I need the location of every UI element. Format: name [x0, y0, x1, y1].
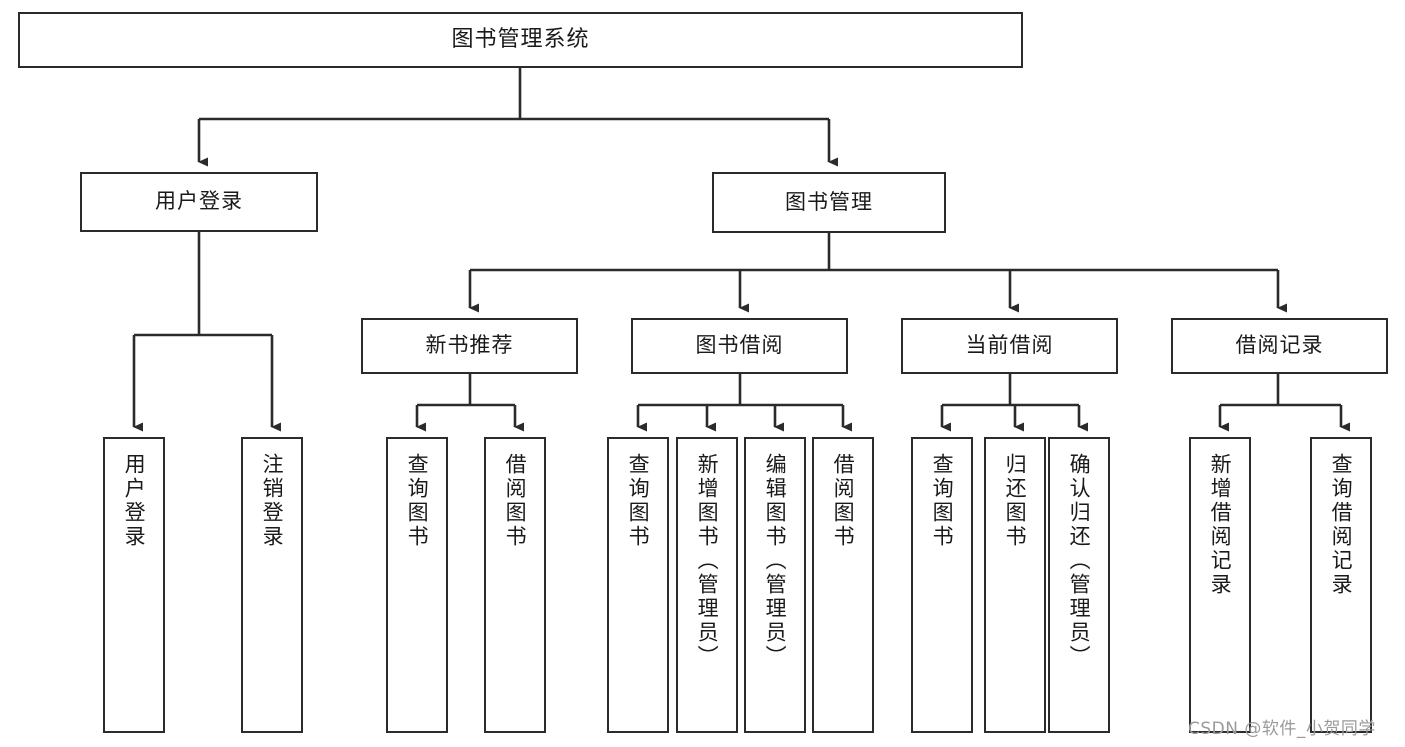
- node-leaf-query-book-rec[interactable]: 查询图书: [386, 437, 448, 733]
- node-label: 注销登录: [260, 453, 285, 549]
- node-leaf-query-borrow-record[interactable]: 查询借阅记录: [1310, 437, 1372, 733]
- node-leaf-user-logout[interactable]: 注销登录: [241, 437, 303, 733]
- node-label: 查询图书: [626, 453, 651, 549]
- node-label: 借阅图书: [831, 453, 856, 549]
- csdn-watermark: CSDN @软件_小贺同学: [1188, 719, 1376, 739]
- node-label: 新增借阅记录: [1208, 453, 1233, 597]
- node-new-book-recommendation[interactable]: 新书推荐: [361, 318, 578, 374]
- node-label: 编辑图书（管理员）: [763, 453, 788, 669]
- node-label: 查询图书: [405, 453, 430, 549]
- node-book-management[interactable]: 图书管理: [712, 172, 946, 233]
- node-borrowing-records[interactable]: 借阅记录: [1171, 318, 1388, 374]
- node-label: 图书管理系统: [451, 26, 590, 52]
- node-leaf-add-borrow-record[interactable]: 新增借阅记录: [1189, 437, 1251, 733]
- node-label: 用户登录: [122, 453, 147, 549]
- node-leaf-user-login[interactable]: 用户登录: [103, 437, 165, 733]
- node-label: 新增图书（管理员）: [695, 453, 720, 669]
- node-leaf-return-book[interactable]: 归还图书: [984, 437, 1046, 733]
- node-user-login[interactable]: 用户登录: [80, 172, 318, 232]
- node-current-borrowing[interactable]: 当前借阅: [901, 318, 1118, 374]
- node-leaf-confirm-return-admin[interactable]: 确认归还（管理员）: [1048, 437, 1110, 733]
- node-leaf-query-book-current[interactable]: 查询图书: [911, 437, 973, 733]
- node-label: 查询图书: [930, 453, 955, 549]
- node-label: 新书推荐: [425, 333, 514, 358]
- node-label: 当前借阅: [965, 333, 1054, 358]
- node-root-book-management-system[interactable]: 图书管理系统: [18, 12, 1023, 68]
- node-leaf-edit-book-admin[interactable]: 编辑图书（管理员）: [744, 437, 806, 733]
- node-leaf-borrow-book[interactable]: 借阅图书: [812, 437, 874, 733]
- node-label: 图书借阅: [695, 333, 784, 358]
- node-book-borrowing[interactable]: 图书借阅: [631, 318, 848, 374]
- node-leaf-borrow-book-rec[interactable]: 借阅图书: [484, 437, 546, 733]
- node-label: 用户登录: [155, 189, 243, 214]
- node-label: 图书管理: [785, 189, 873, 214]
- node-label: 借阅记录: [1235, 333, 1324, 358]
- node-label: 借阅图书: [503, 453, 528, 549]
- node-leaf-add-book-admin[interactable]: 新增图书（管理员）: [676, 437, 738, 733]
- node-label: 归还图书: [1003, 453, 1028, 549]
- node-label: 确认归还（管理员）: [1067, 453, 1092, 669]
- node-leaf-query-book-borrow[interactable]: 查询图书: [607, 437, 669, 733]
- node-label: 查询借阅记录: [1329, 453, 1354, 597]
